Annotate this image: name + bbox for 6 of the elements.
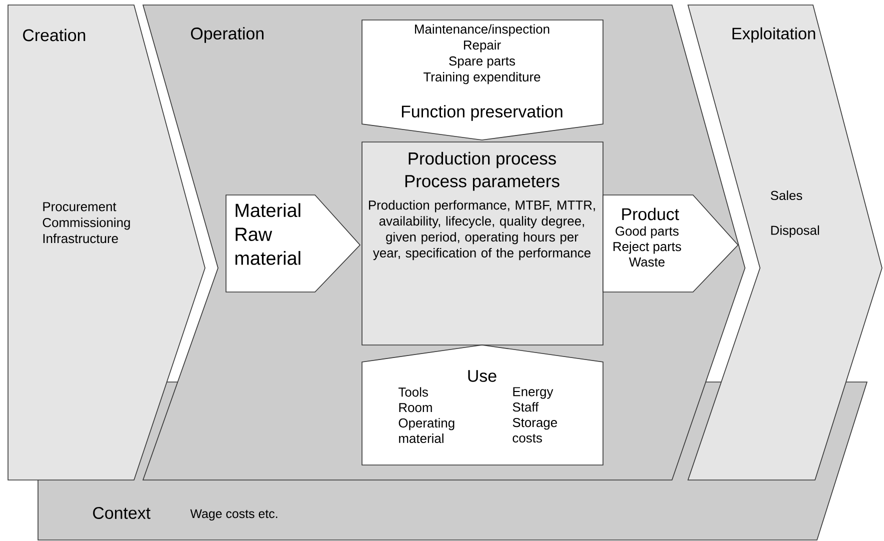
pentagon-box: Maintenance/inspection Repair Spare parts Training expenditure Function preservation xyxy=(362,20,604,140)
phase-panel: Exploitation Sales Disposal xyxy=(687,4,882,480)
arrow-box: Product Good parts Reject parts Waste xyxy=(602,194,739,292)
arrow-box: Material Raw material xyxy=(226,194,361,292)
pentagon-box: Use Tools Room Operating material Energy Staff Storage costs xyxy=(362,344,604,466)
process-box: Production process Process parameters Production performance, MTBF, MTTR, availability, lifecycle, quality degree, given period, operating hours per year, specification of the performance xyxy=(362,142,604,346)
